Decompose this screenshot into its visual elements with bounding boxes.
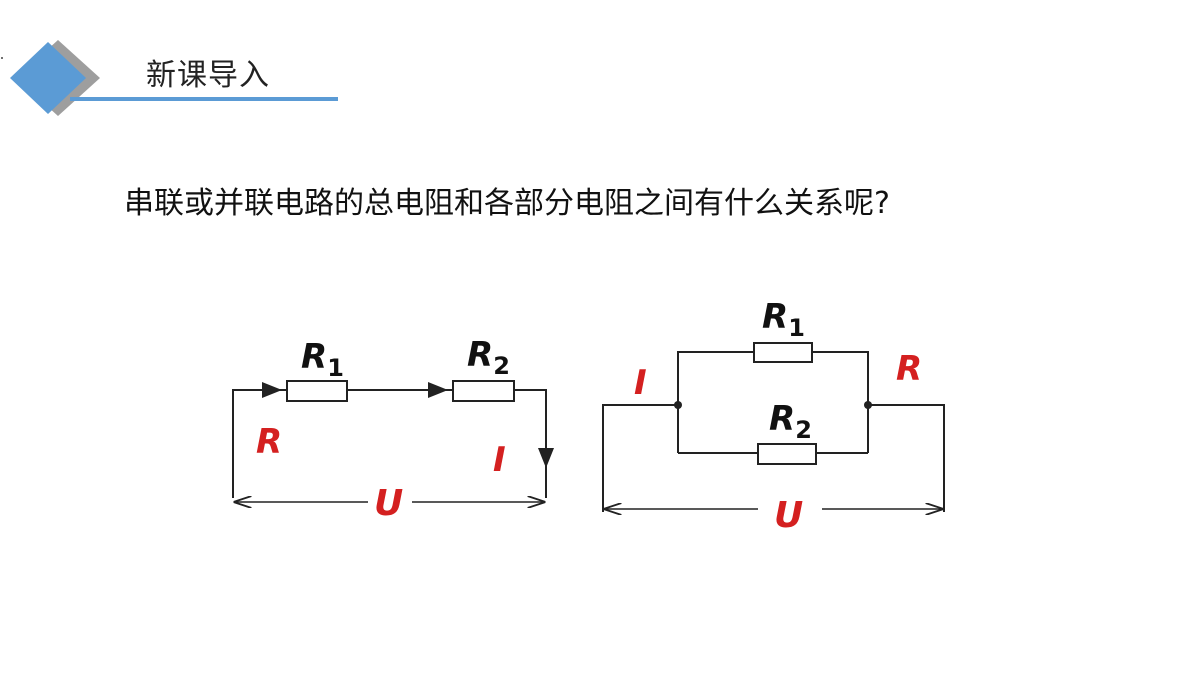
series-current-label: I xyxy=(493,440,506,480)
series-resistor-r2 xyxy=(452,380,515,402)
question-text: 串联或并联电路的总电阻和各部分电阻之间有什么关系呢? xyxy=(124,186,890,221)
parallel-resistor-r1 xyxy=(753,342,813,363)
series-total-resistance-label: R xyxy=(256,422,282,462)
series-circuit xyxy=(232,380,554,502)
series-voltage-label: U xyxy=(374,483,403,524)
parallel-junction-right xyxy=(864,401,872,409)
parallel-r2-label: R2 xyxy=(769,399,812,444)
parallel-total-resistance-label: R xyxy=(896,349,922,389)
title-underline xyxy=(70,97,338,101)
parallel-current-label: I xyxy=(634,363,647,403)
series-resistor-r1 xyxy=(286,380,348,402)
parallel-voltage-label: U xyxy=(774,495,803,536)
series-r1-label: R1 xyxy=(301,337,344,382)
parallel-junction-left xyxy=(674,401,682,409)
parallel-resistor-r2 xyxy=(757,443,817,465)
page-title: 新课导入 xyxy=(146,58,270,93)
parallel-circuit xyxy=(602,342,945,512)
series-r2-label: R2 xyxy=(467,335,510,380)
parallel-r1-label: R1 xyxy=(762,297,805,342)
